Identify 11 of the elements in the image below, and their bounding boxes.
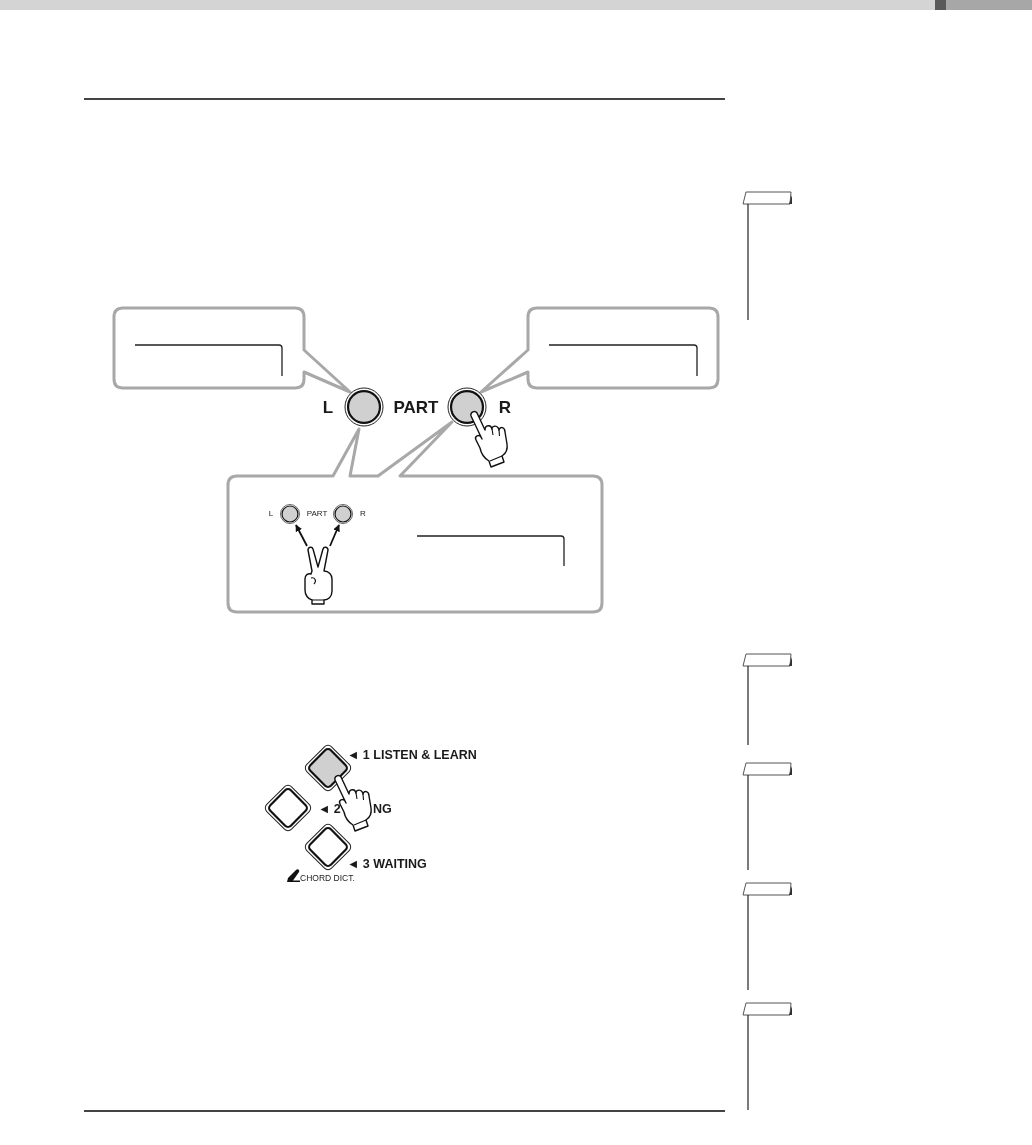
panel-label: L bbox=[268, 510, 274, 518]
lesson-label: NG bbox=[373, 802, 392, 816]
panel-label: R bbox=[498, 398, 512, 416]
panel-label: R bbox=[360, 510, 366, 518]
panel-label: L bbox=[322, 398, 334, 416]
lesson-label: ◄ 2 bbox=[318, 802, 341, 816]
lesson-label: ◄ 1 LISTEN & LEARN bbox=[347, 748, 477, 762]
panel-label: PART bbox=[306, 510, 328, 518]
panel-label: PART bbox=[393, 398, 439, 416]
lesson-label: ◄ 3 WAITING bbox=[347, 857, 427, 871]
function-label: CHORD DICT. bbox=[300, 873, 355, 883]
